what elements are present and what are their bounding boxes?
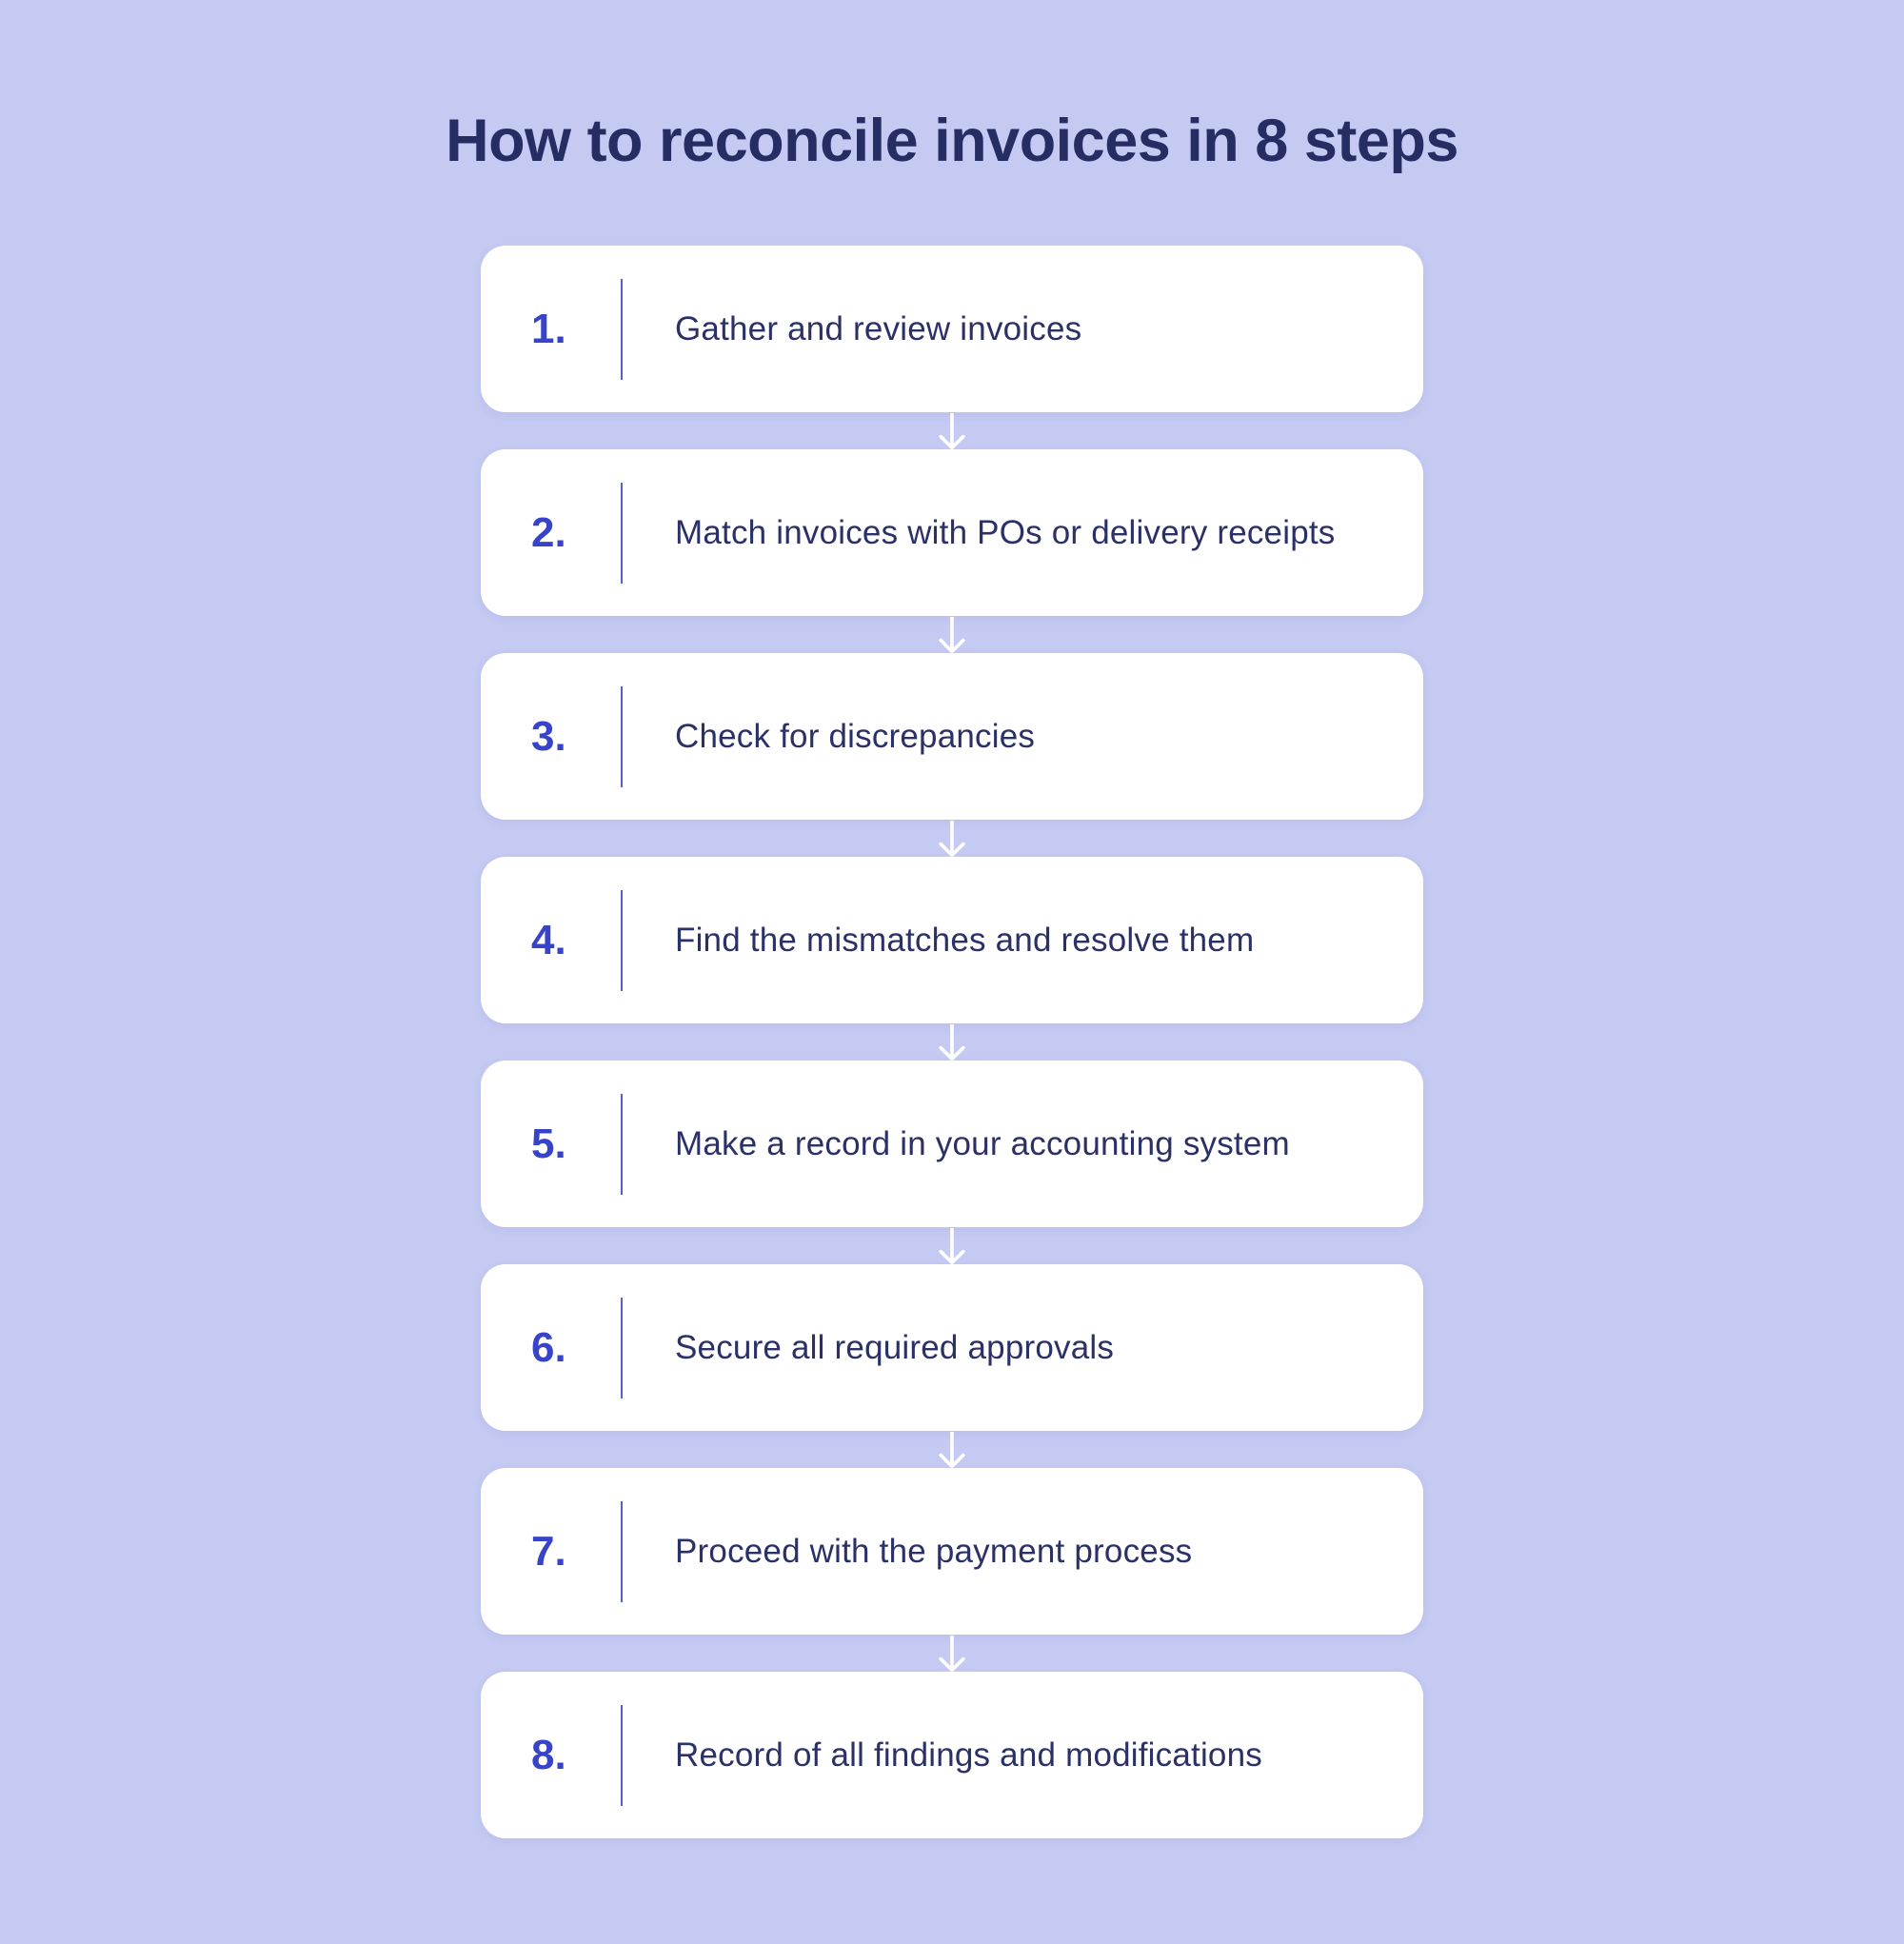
step-card: 3. Check for discrepancies xyxy=(481,653,1423,858)
step-label: Gather and review invoices xyxy=(675,309,1082,347)
steps-list: 1. Gather and review invoices 2. Match i… xyxy=(481,246,1423,1838)
arrow-down-icon xyxy=(939,1024,965,1061)
vertical-divider xyxy=(621,278,623,380)
step-number: 8. xyxy=(531,1731,566,1778)
step-card: 6. Secure all required approvals xyxy=(481,1264,1423,1469)
arrow-down-icon xyxy=(939,1432,965,1469)
step-number: 7. xyxy=(531,1527,566,1575)
page-title: How to reconcile invoices in 8 steps xyxy=(446,108,1458,174)
vertical-divider xyxy=(621,482,623,584)
step-number: 6. xyxy=(531,1323,566,1371)
vertical-divider xyxy=(621,1704,623,1806)
step-card: 2. Match invoices with POs or delivery r… xyxy=(481,449,1423,654)
vertical-divider xyxy=(621,1297,623,1398)
step-label: Record of all findings and modifications xyxy=(675,1736,1262,1774)
step-label: Make a record in your accounting system xyxy=(675,1124,1290,1162)
step-label: Proceed with the payment process xyxy=(675,1532,1193,1570)
step-card: 4. Find the mismatches and resolve them xyxy=(481,857,1423,1061)
arrow-down-icon xyxy=(939,821,965,858)
arrow-down-icon xyxy=(939,1636,965,1673)
step-label: Secure all required approvals xyxy=(675,1328,1115,1366)
step-number: 4. xyxy=(531,916,566,963)
step-label: Match invoices with POs or delivery rece… xyxy=(675,513,1336,551)
arrow-down-icon xyxy=(939,413,965,450)
step-number: 5. xyxy=(531,1120,566,1167)
vertical-divider xyxy=(621,1500,623,1602)
step-card: 8. Record of all findings and modificati… xyxy=(481,1672,1423,1838)
step-label: Check for discrepancies xyxy=(675,717,1036,755)
step-card: 5. Make a record in your accounting syst… xyxy=(481,1061,1423,1265)
step-number: 1. xyxy=(531,305,566,352)
step-number: 3. xyxy=(531,712,566,760)
vertical-divider xyxy=(621,1093,623,1195)
step-card: 1. Gather and review invoices xyxy=(481,246,1423,450)
step-label: Find the mismatches and resolve them xyxy=(675,921,1255,959)
step-number: 2. xyxy=(531,508,566,556)
arrow-down-icon xyxy=(939,617,965,654)
step-card: 7. Proceed with the payment process xyxy=(481,1468,1423,1673)
vertical-divider xyxy=(621,685,623,787)
arrow-down-icon xyxy=(939,1228,965,1265)
vertical-divider xyxy=(621,889,623,991)
